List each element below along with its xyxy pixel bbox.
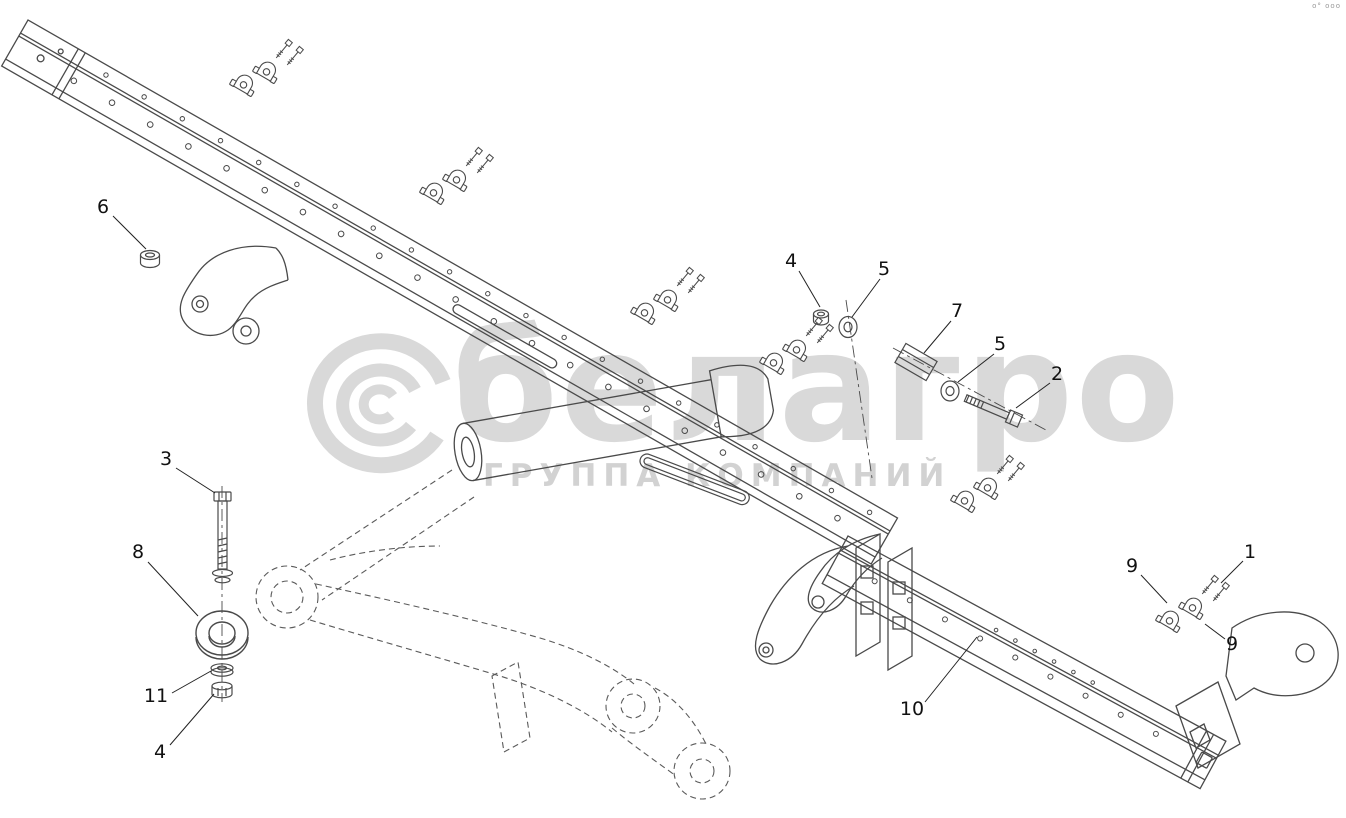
clamp-body-4a <box>949 485 981 514</box>
support-arm-left <box>179 245 289 345</box>
leader-line <box>175 467 216 494</box>
leader-line <box>798 270 821 308</box>
support-arm-right <box>754 533 883 665</box>
clamp-bolt-4a <box>994 454 1014 477</box>
clamp-body-1a <box>418 177 450 206</box>
leader-line <box>957 353 995 383</box>
clamp-assemblies <box>228 38 1230 634</box>
leader-line <box>1140 574 1168 604</box>
clamp-body-5b <box>1177 592 1209 621</box>
leader-line <box>169 693 215 746</box>
clamp-bolt-1a <box>463 146 483 169</box>
clamp-body-0b <box>251 56 283 85</box>
clamp-body-2a <box>629 297 661 326</box>
beam-hole-row <box>871 578 1159 737</box>
clamp-body-0a <box>228 69 260 98</box>
clamp-bolt-2b <box>685 273 705 296</box>
clamp-body-5a <box>1154 605 1186 634</box>
clamp-bolt-3b <box>814 323 834 346</box>
leader-lines <box>112 215 1244 746</box>
leader-line <box>1204 623 1226 640</box>
lower-beam-part10 <box>821 535 1227 790</box>
leader-line <box>147 561 199 617</box>
clamp-body-1b <box>441 164 473 193</box>
clamp-bolt-5a <box>1199 574 1219 597</box>
nut-4-top <box>812 309 830 326</box>
end-bracket <box>1175 611 1339 769</box>
lower-arm-hidden <box>255 469 731 800</box>
upper-beam <box>0 19 899 565</box>
beam-hole-row <box>993 627 1096 685</box>
leader-line <box>851 278 881 318</box>
clamp-body-2b <box>652 284 684 313</box>
center-tube <box>453 364 775 482</box>
bolt-3 <box>211 491 234 584</box>
leader-line <box>1015 382 1051 409</box>
leader-line <box>112 215 147 250</box>
leader-line <box>924 636 978 703</box>
bushing-6 <box>139 249 161 269</box>
clamp-bolt-1b <box>474 153 494 176</box>
clamp-body-3b <box>781 334 813 363</box>
spacer-7 <box>894 342 938 382</box>
clamp-bolt-2a <box>674 266 694 289</box>
beam-hole-row <box>70 77 841 522</box>
clamp-bolt-0a <box>273 38 293 61</box>
beam-hole-row <box>103 72 873 516</box>
washer-5-top <box>838 315 858 339</box>
leader-line <box>923 320 952 354</box>
center-lines <box>221 299 1047 702</box>
clamp-body-4b <box>972 472 1004 501</box>
corner-note: о° ооо <box>1312 2 1341 10</box>
leader-line <box>171 670 212 694</box>
clamp-bolt-4b <box>1005 461 1025 484</box>
leader-line <box>1220 560 1244 584</box>
clamp-body-3a <box>758 347 790 376</box>
clamp-bolt-5b <box>1210 581 1230 604</box>
clamp-bolt-0b <box>284 45 304 68</box>
bolt-2 <box>963 394 1024 428</box>
handle-slot <box>639 453 750 506</box>
washer-5-mid <box>940 380 960 402</box>
hinge-plates <box>855 532 913 672</box>
